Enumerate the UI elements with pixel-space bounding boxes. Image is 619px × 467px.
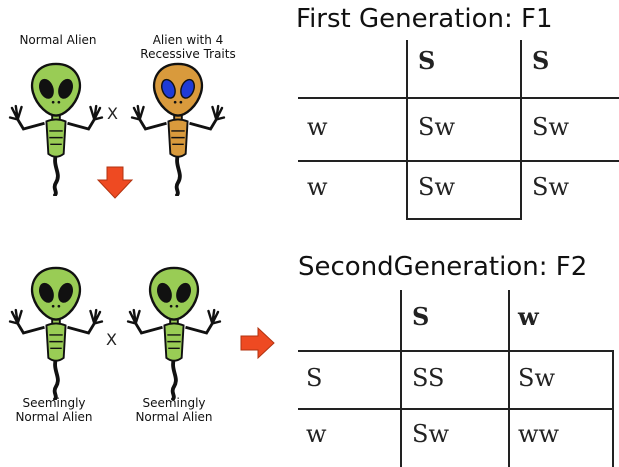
normal-alien-icon (8, 62, 104, 196)
f2-hline-2 (298, 408, 613, 410)
f1-col-header: S (418, 46, 436, 75)
right-arrow-icon (240, 326, 275, 360)
cross-symbol-bottom: X (106, 330, 117, 349)
f1-cell: Sw (532, 173, 569, 201)
f2-cell: Sw (518, 364, 555, 392)
cross-symbol-top: X (107, 104, 118, 123)
f1-cell: Sw (532, 113, 569, 141)
f2-vline-1 (400, 290, 402, 467)
down-arrow-icon (96, 166, 134, 199)
bottom-parent1-label: Seemingly Normal Alien (15, 396, 93, 424)
f2-row-header: w (306, 420, 327, 448)
recessive-alien-icon (130, 62, 226, 196)
f2-hline-1 (298, 350, 613, 352)
f2-vline-2 (508, 290, 510, 467)
f1-vline-1 (406, 40, 408, 220)
f1-title: First Generation: F1 (296, 4, 553, 34)
parent2-label: Alien with 4 Recessive Traits (140, 33, 236, 61)
f1-row-header: w (307, 173, 328, 201)
f1-cell: Sw (418, 173, 455, 201)
f2-col-header: w (518, 302, 539, 331)
f1-hline-1 (298, 97, 619, 99)
f1-cell: Sw (418, 113, 455, 141)
f1-hline-2 (298, 160, 619, 162)
bottom-parent2-label: Seemingly Normal Alien (135, 396, 213, 424)
parent1-label: Normal Alien (19, 33, 97, 47)
f2-cell: Sw (412, 420, 449, 448)
f2-cell: ww (518, 420, 560, 448)
seemingly-normal-alien-icon-1 (8, 266, 104, 400)
f2-col-header: S (412, 302, 430, 331)
f2-cell: SS (412, 364, 445, 392)
seemingly-normal-alien-icon-2 (126, 266, 222, 400)
f1-vline-2 (520, 40, 522, 220)
f2-row-header: S (306, 364, 323, 392)
f1-row-header: w (307, 113, 328, 141)
f1-col-header: S (532, 46, 550, 75)
f2-vline-3 (612, 350, 614, 467)
f1-hline-3 (406, 218, 522, 220)
f2-title: SecondGeneration: F2 (298, 252, 588, 282)
